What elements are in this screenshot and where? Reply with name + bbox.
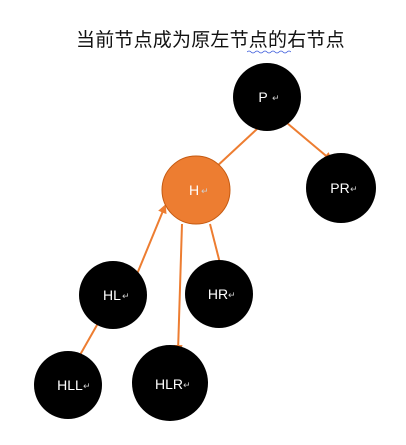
node-pr-circle	[306, 153, 376, 223]
paragraph-mark: ↵	[272, 94, 280, 104]
node-h-label: H	[189, 182, 199, 198]
node-pr-label: PR	[330, 180, 349, 196]
node-hll-circle	[34, 351, 102, 419]
node-hlr-circle	[132, 345, 208, 421]
paragraph-mark: ↵	[83, 382, 91, 392]
node-hr-label: HR	[208, 286, 228, 302]
node-hl-circle	[79, 261, 147, 329]
node-hr: HR ↵	[185, 260, 253, 328]
node-hll: HLL ↵	[34, 351, 102, 419]
paragraph-mark: ↵	[201, 187, 209, 197]
node-p: P ↵	[233, 63, 301, 131]
node-hll-label: HLL	[57, 377, 83, 393]
node-hlr: HLR ↵	[132, 345, 208, 421]
edge-p-h	[214, 128, 258, 169]
node-p-circle	[233, 63, 301, 131]
paragraph-mark: ↵	[228, 291, 236, 301]
node-h-circle	[161, 155, 231, 225]
paragraph-mark: ↵	[350, 185, 358, 195]
node-hl: HL ↵	[79, 261, 147, 329]
arrow-h-hlr	[173, 223, 183, 354]
node-hl-label: HL	[103, 287, 121, 303]
node-p-label: P	[258, 89, 267, 105]
node-hr-circle	[185, 260, 253, 328]
paragraph-mark: ↵	[122, 292, 130, 302]
spellcheck-underline	[247, 50, 291, 54]
node-hlr-label: HLR	[155, 376, 183, 392]
paragraph-mark: ↵	[183, 381, 191, 391]
diagram-title: 当前节点成为原左节点的右节点	[76, 29, 345, 51]
node-pr: PR ↵	[306, 153, 376, 223]
node-h: H ↵	[161, 155, 231, 225]
arrow-p-pr	[286, 122, 333, 162]
